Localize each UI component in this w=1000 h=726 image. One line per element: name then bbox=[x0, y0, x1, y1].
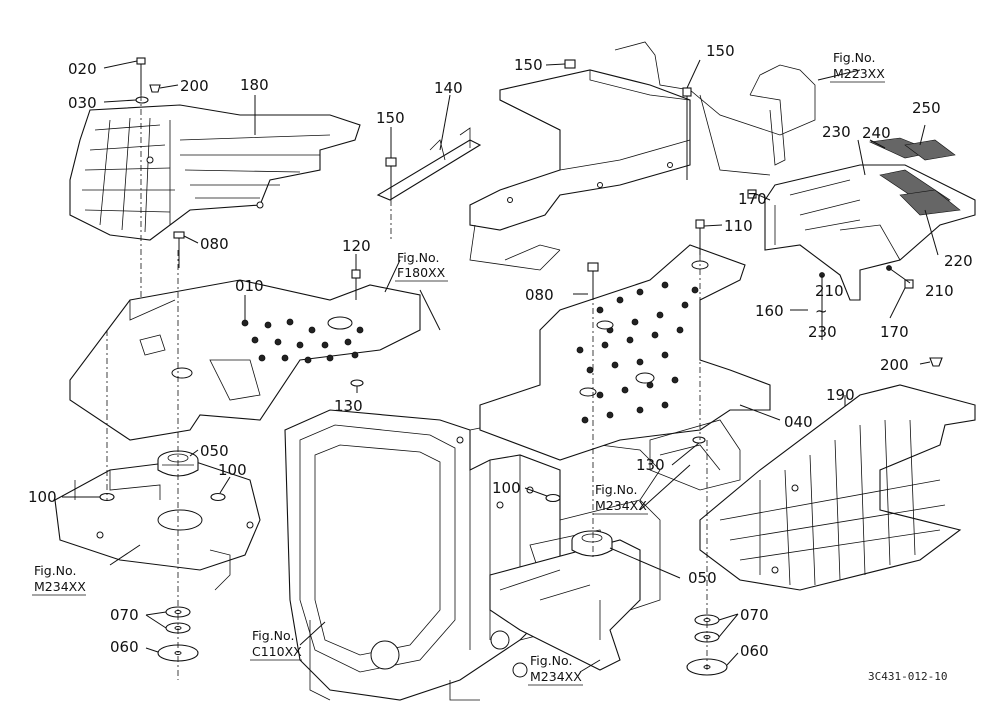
callout-030: 030 bbox=[68, 94, 97, 112]
callout-190: 190 bbox=[826, 386, 855, 404]
fig-ref-c110xx: Fig.No. C110XX bbox=[250, 628, 302, 661]
cover-140 bbox=[469, 69, 691, 271]
floor-mat-180-grid bbox=[82, 117, 331, 233]
callout-050-left: 050 bbox=[200, 442, 229, 460]
svg-text:M234XX: M234XX bbox=[34, 579, 86, 594]
fig-ref-m223xx: Fig.No. M223XX bbox=[830, 50, 885, 83]
floor-plate-left-holes bbox=[241, 318, 364, 364]
svg-text:Fig.No.: Fig.No. bbox=[595, 482, 637, 497]
floor-plate-left-010 bbox=[69, 279, 421, 441]
svg-text:C110XX: C110XX bbox=[252, 644, 302, 659]
fig-ref-m234xx-bottom: Fig.No. M234XX bbox=[528, 653, 583, 686]
callout-180: 180 bbox=[240, 76, 269, 94]
floor-mat-180 bbox=[69, 104, 361, 241]
callout-210-right: 210 bbox=[925, 282, 954, 300]
fender-cover-160 bbox=[764, 164, 976, 301]
callout-080-left: 080 bbox=[200, 235, 229, 253]
callout-130-left: 130 bbox=[334, 397, 363, 415]
callout-tilde: ~ bbox=[815, 302, 828, 320]
callout-140: 140 bbox=[434, 79, 463, 97]
bracket-top-right bbox=[614, 41, 816, 176]
svg-text:M234XX: M234XX bbox=[595, 498, 647, 513]
transmission-case bbox=[284, 409, 661, 701]
figure-references: Fig.No. M223XX Fig.No. F180XX Fig.No. M2… bbox=[32, 50, 885, 686]
callout-210-left: 210 bbox=[815, 282, 844, 300]
base-bracket-left bbox=[54, 459, 261, 591]
callout-160: 160 bbox=[755, 302, 784, 320]
bracket-rail bbox=[376, 127, 482, 201]
callout-200-left: 200 bbox=[180, 77, 209, 95]
leader-lines bbox=[62, 59, 939, 673]
callout-130-right: 130 bbox=[636, 456, 665, 474]
floor-plate-right-holes bbox=[576, 281, 699, 424]
svg-text:Fig.No.: Fig.No. bbox=[530, 653, 572, 668]
base-bracket-right bbox=[489, 419, 741, 671]
floor-mat-190-grid bbox=[719, 419, 946, 586]
callout-040: 040 bbox=[784, 413, 813, 431]
callout-060-right: 060 bbox=[740, 642, 769, 660]
callout-120: 120 bbox=[342, 237, 371, 255]
svg-text:M234XX: M234XX bbox=[530, 669, 582, 684]
callout-170-top: 170 bbox=[738, 190, 767, 208]
floor-mat-190 bbox=[699, 384, 976, 591]
callout-050-right: 050 bbox=[688, 569, 717, 587]
svg-text:Fig.No.: Fig.No. bbox=[397, 250, 439, 265]
callout-060-left: 060 bbox=[110, 638, 139, 656]
callout-080-center: 080 bbox=[525, 286, 554, 304]
callout-070-left: 070 bbox=[110, 606, 139, 624]
callout-150-left: 150 bbox=[376, 109, 405, 127]
fig-ref-m234xx-center: Fig.No. M234XX bbox=[593, 482, 648, 515]
fig-ref-f180xx: Fig.No. F180XX bbox=[395, 250, 448, 282]
bolts-and-grommets bbox=[99, 57, 943, 503]
svg-text:F180XX: F180XX bbox=[397, 265, 446, 280]
callout-020: 020 bbox=[68, 60, 97, 78]
callout-250: 250 bbox=[912, 99, 941, 117]
svg-text:M223XX: M223XX bbox=[833, 66, 885, 81]
callout-230-top: 230 bbox=[822, 123, 851, 141]
svg-text:Fig.No.: Fig.No. bbox=[252, 628, 294, 643]
callout-240: 240 bbox=[862, 124, 891, 142]
svg-text:Fig.No.: Fig.No. bbox=[833, 50, 875, 65]
callout-230-bottom: 230 bbox=[808, 323, 837, 341]
mat-250 bbox=[904, 139, 956, 161]
svg-text:Fig.No.: Fig.No. bbox=[34, 563, 76, 578]
fig-ref-m234xx-left: Fig.No. M234XX bbox=[32, 563, 86, 596]
callout-150-top-right: 150 bbox=[706, 42, 735, 60]
callout-170-bottom: 170 bbox=[880, 323, 909, 341]
callout-100-center: 100 bbox=[492, 479, 521, 497]
callout-220: 220 bbox=[944, 252, 973, 270]
callout-150-top: 150 bbox=[514, 56, 543, 74]
callout-100-mid: 100 bbox=[218, 461, 247, 479]
assembly-centerlines bbox=[106, 95, 708, 680]
callout-100-left: 100 bbox=[28, 488, 57, 506]
rubber-damper-050-right bbox=[571, 530, 613, 557]
callout-010: 010 bbox=[235, 277, 264, 295]
drawing-code: 3C431-012-10 bbox=[868, 670, 947, 683]
callout-110: 110 bbox=[724, 217, 753, 235]
callout-labels: 020 030 200 180 080 010 120 150 140 150 … bbox=[28, 42, 973, 660]
callout-070-right: 070 bbox=[740, 606, 769, 624]
callout-200-right: 200 bbox=[880, 356, 909, 374]
floor-plate-right-040 bbox=[479, 244, 771, 461]
